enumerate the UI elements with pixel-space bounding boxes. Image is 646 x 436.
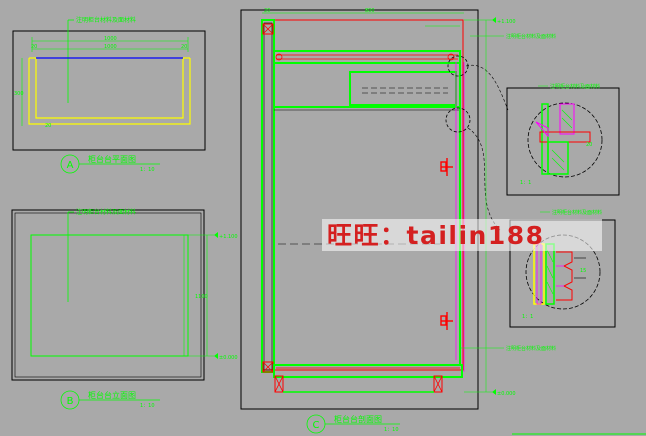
view-c-title: 柜台台剖面图 [334,414,382,424]
detail-1-frame [506,87,620,196]
detail-1-scale: 1：1 [520,180,531,186]
view-a-scale: 1：10 [140,167,155,173]
detail-1: 注明柜台材料及面材料 20 1：1 [506,83,620,196]
view-a-dim-inner: 1000 [104,44,117,50]
detail-1-dim: 20 [586,142,592,148]
view-c-scale: 1：10 [384,427,399,433]
view-b-title: 柜台台立面图 [88,390,136,400]
view-c-hinge-2 [440,312,453,330]
view-b-level-top: +1.100 [219,234,238,240]
view-b-scale: 1：10 [140,403,155,409]
watermark-backdrop [322,219,602,251]
view-b-dim-height: 1100 [195,294,208,300]
view-a-dim-bottom: 20 [45,123,51,129]
view-c-callout-2 [445,107,471,133]
view-a-counter-outline [28,58,191,125]
svg-text:20: 20 [264,8,270,14]
view-a-marker-label: A [67,160,74,171]
detail-2-note: 注明柜台材料及面材料 [552,209,602,216]
view-b-panel [30,234,189,357]
view-c-frame [240,9,479,410]
svg-text:20: 20 [181,44,187,50]
view-b-note: 注明柜台材料及面材料 [76,208,136,216]
detail-1-magnifier [527,102,603,178]
view-b-frame [11,209,205,381]
view-a-title: 柜台台平面图 [88,154,136,164]
watermark: 旺旺：tailin188 [322,219,602,251]
view-c-callout-1 [447,55,469,77]
view-c-hinge-1 [440,158,453,176]
view-c-plinth [273,364,463,378]
view-c-marker-label: C [313,420,320,431]
detail-2-scale: 1：1 [522,314,533,320]
view-c-note-1: 注明柜台材料及面材料 [506,33,556,40]
view-b-marker-label: B [67,396,74,407]
view-a-dim-outer: 1000 [104,36,117,42]
view-c-section: 800 20 [240,8,556,434]
view-b-level-bottom: ±0.000 [219,355,238,361]
view-c-note-2: 注明柜台材料及面材料 [506,345,556,352]
svg-text:20: 20 [31,44,37,50]
view-a-dim-side: 300 [14,91,24,97]
view-a-frame [12,30,206,151]
view-c-drawer [349,71,457,106]
view-c-top-slab [273,50,461,64]
view-c-level-top: +1.100 [497,19,516,25]
detail-2-dim: 15 [580,268,586,274]
watermark-text: 旺旺：tailin188 [327,221,545,250]
view-b-elevation: 注明柜台材料及面材料 1100 +1.100 ±0.000 B 柜台台立面图 1… [11,208,238,410]
view-a-plan: 注明柜台材料及面材料 1000 1000 20 20 300 20 A 柜台台平… [12,16,206,174]
view-c-dim-top: 800 [365,8,375,14]
view-c-level-bottom: ±0.000 [497,391,516,397]
view-a-note: 注明柜台材料及面材料 [76,16,136,24]
detail-1-note: 注明柜台材料及面材料 [550,83,600,90]
